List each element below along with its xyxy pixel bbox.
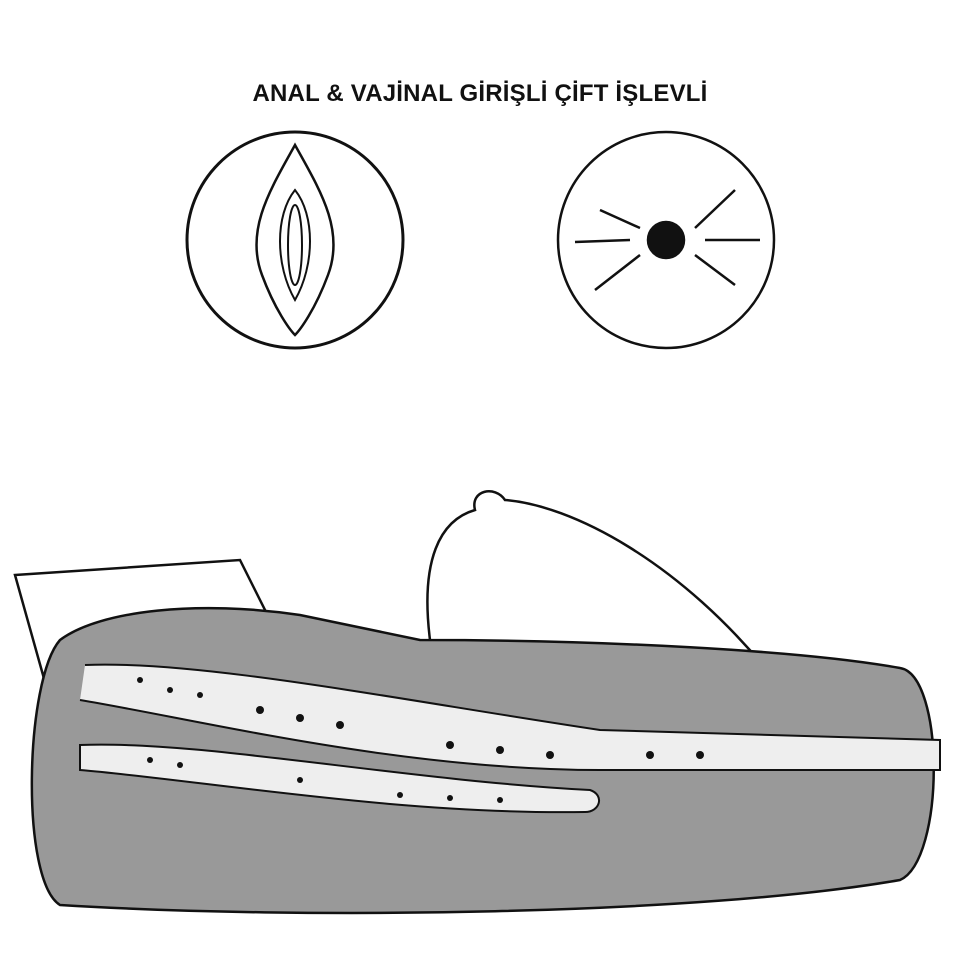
texture-dots [137, 677, 704, 803]
entry-icon-right [556, 130, 776, 350]
cross-section-body [13, 490, 941, 915]
entry-icon-left [185, 130, 405, 350]
diagram-title: ANAL & VAJİNAL GİRİŞLİ ÇİFT İŞLEVLİ [252, 80, 708, 107]
